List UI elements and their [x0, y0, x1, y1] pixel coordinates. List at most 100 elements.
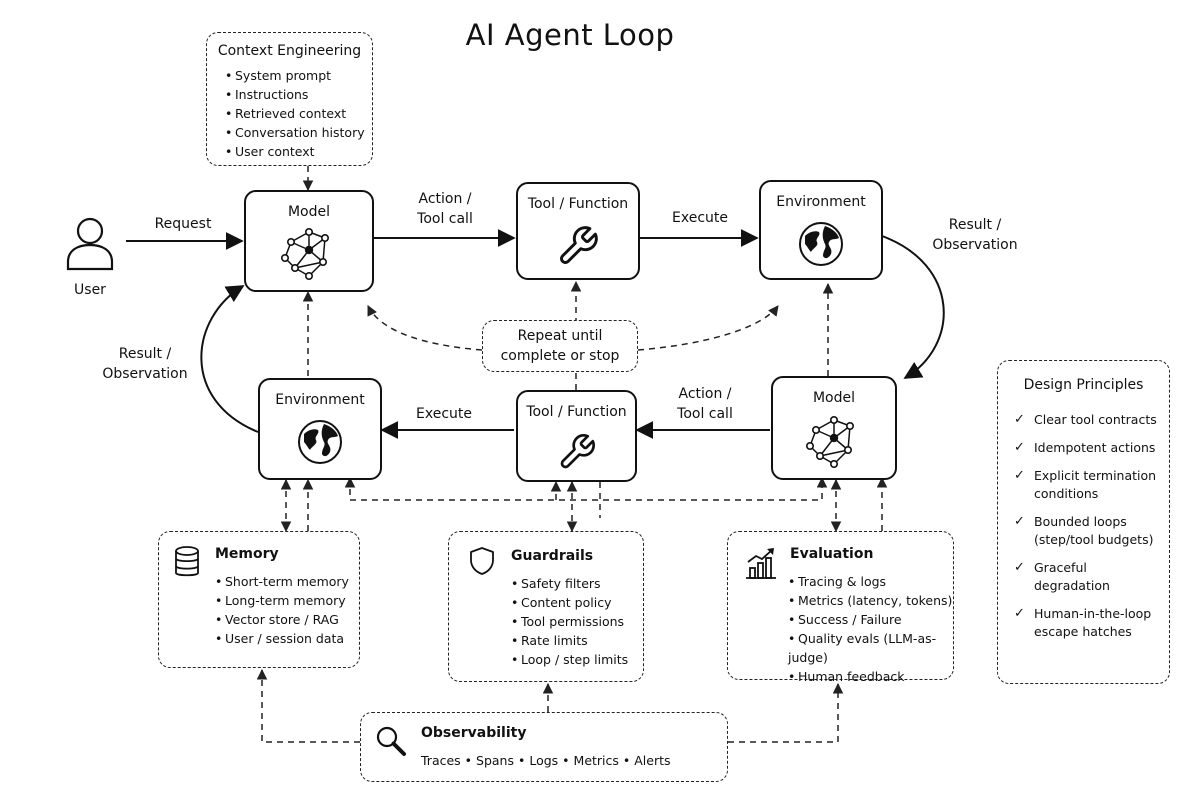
edge-result-left: [200, 285, 259, 433]
evaluation-panel: Evaluation Tracing & logs Metrics (laten…: [727, 531, 954, 684]
bar-chart-trend-icon: [746, 548, 776, 579]
memory-title: Memory: [215, 546, 279, 562]
edge-label-request: Request: [154, 216, 212, 232]
guardrails-list: Safety filters Content policy Tool permi…: [511, 574, 628, 669]
tool-node-top: Tool / Function: [516, 182, 640, 280]
separator-dot: •: [622, 753, 631, 768]
observability-title: Observability: [421, 725, 527, 741]
tool-node-bottom: Tool / Function: [516, 390, 637, 482]
edge-result-right: [881, 235, 945, 379]
observability-item-alerts: Alerts: [634, 753, 671, 768]
design-principles-list: Clear tool contracts Idempotent actions …: [1014, 411, 1164, 651]
model-node-title: Model: [812, 390, 856, 406]
design-principles-panel: Design Principles Clear tool contracts I…: [997, 360, 1170, 684]
list-item: Bounded loops(step/tool budgets): [1014, 513, 1164, 549]
observability-item-spans: Spans: [476, 753, 514, 768]
repeat-until-box: Repeat until complete or stop: [482, 320, 638, 372]
edge-repeat-left: [367, 305, 483, 351]
list-item: Success / Failure: [788, 610, 953, 629]
context-engineering-list: System prompt Instructions Retrieved con…: [225, 66, 365, 161]
globe-icon: [298, 420, 342, 464]
observability-item-traces: Traces: [421, 753, 461, 768]
user-label: User: [74, 282, 106, 298]
separator-dot: •: [517, 753, 526, 768]
list-item: User / session data: [215, 629, 349, 648]
edge-label-action-bottom-1: Action /: [678, 386, 732, 402]
separator-dot: •: [562, 753, 570, 768]
separator-dot: •: [464, 753, 473, 768]
edge-label-action-bottom-2: Tool call: [677, 406, 733, 422]
list-item: Tracing & logs: [788, 572, 953, 591]
list-item: Rate limits: [511, 631, 628, 650]
guardrails-title: Guardrails: [511, 548, 594, 564]
globe-icon: [799, 222, 843, 266]
model-node-bottom: Model: [771, 376, 897, 480]
memory-list: Short-term memory Long-term memory Vecto…: [215, 572, 349, 648]
list-item: User context: [225, 142, 365, 161]
observability-items: Traces • Spans • Logs • Metrics • Alerts: [421, 753, 671, 768]
edge-feedback-bottom: [344, 476, 828, 501]
list-item: Metrics (latency, tokens): [788, 591, 953, 610]
edge-label-result-left-1: Result /: [118, 346, 172, 362]
principle-line: escape hatches: [1034, 624, 1132, 639]
edge-repeat-right: [637, 305, 779, 351]
list-item: Human-in-the-loop escape hatches: [1014, 605, 1164, 641]
list-item: Vector store / RAG: [215, 610, 349, 629]
list-item: Explicit termination conditions: [1014, 467, 1164, 503]
list-item: System prompt: [225, 66, 365, 85]
observability-item-logs: Logs: [529, 753, 559, 768]
magnifier-icon: [376, 726, 406, 756]
context-engineering-panel: Context Engineering System prompt Instru…: [206, 32, 373, 166]
list-item: Idempotent actions: [1014, 439, 1164, 457]
model-node-top: Model: [244, 190, 374, 292]
principle-line: Clear tool contracts: [1034, 412, 1157, 427]
network-graph-icon: [281, 227, 329, 280]
edge-label-result-left-2: Observation: [102, 366, 188, 382]
observability-panel: Observability Traces • Spans • Logs • Me…: [360, 712, 728, 782]
list-item: Quality evals (LLM-as-judge): [788, 629, 953, 667]
principle-line: Human-in-the-loop: [1034, 606, 1152, 621]
observability-item-metrics: Metrics: [573, 753, 619, 768]
list-item: Long-term memory: [215, 591, 349, 610]
user-icon: [66, 217, 114, 271]
network-graph-icon: [806, 415, 854, 468]
guardrails-panel: Guardrails Safety filters Content policy…: [448, 531, 644, 682]
repeat-line-2: complete or stop: [500, 348, 620, 364]
principle-line: Explicit termination: [1034, 468, 1157, 483]
edge-label-execute-bottom: Execute: [416, 406, 472, 422]
edge-label-action-top-2: Tool call: [417, 211, 473, 227]
edge-observability-evaluation: [728, 682, 844, 743]
list-item: Clear tool contracts: [1014, 411, 1164, 429]
tool-node-title: Tool / Function: [526, 404, 627, 420]
shield-icon: [470, 547, 494, 575]
principle-line: degradation: [1034, 578, 1110, 593]
memory-panel: Memory Short-term memory Long-term memor…: [158, 531, 360, 668]
edge-label-execute-top: Execute: [672, 210, 728, 226]
list-item: Content policy: [511, 593, 628, 612]
diagram-title: AI Agent Loop: [465, 18, 675, 52]
wrench-icon: [560, 434, 595, 469]
edge-observability-memory: [256, 668, 360, 743]
list-item: Tool permissions: [511, 612, 628, 631]
wrench-icon: [560, 226, 598, 264]
design-principles-title: Design Principles: [1023, 377, 1144, 393]
repeat-line-1: Repeat until: [517, 328, 603, 344]
model-node-title: Model: [287, 204, 331, 220]
environment-node-title: Environment: [275, 392, 365, 408]
evaluation-list: Tracing & logs Metrics (latency, tokens)…: [788, 572, 953, 686]
database-icon: [175, 546, 199, 577]
edge-label-result-right-1: Result /: [948, 217, 1002, 233]
environment-node-bottom: Environment: [258, 378, 382, 480]
list-item: Short-term memory: [215, 572, 349, 591]
list-item: Human feedback: [788, 667, 953, 686]
principle-line: Idempotent actions: [1034, 440, 1156, 455]
environment-node-top: Environment: [759, 180, 883, 280]
evaluation-title: Evaluation: [790, 546, 874, 562]
list-item: Loop / step limits: [511, 650, 628, 669]
principle-line: Bounded loops: [1034, 514, 1127, 529]
principle-line: conditions: [1034, 486, 1099, 501]
list-item: Safety filters: [511, 574, 628, 593]
